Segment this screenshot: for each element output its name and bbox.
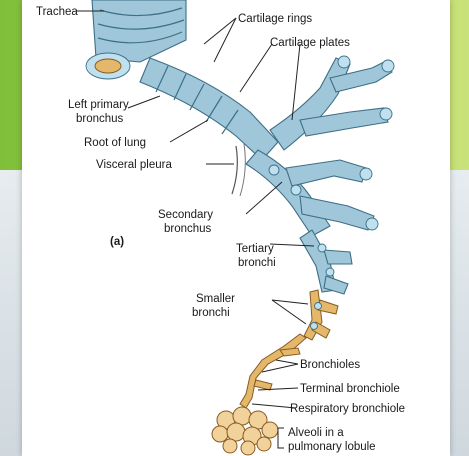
label-respiratory-bronchiole: Respiratory bronchiole [290, 403, 405, 415]
label-alveoli-line2: pulmonary lobule [288, 441, 376, 453]
label-cartilage-rings: Cartilage rings [238, 13, 312, 25]
label-alveoli-line1: Alveoli in a [288, 427, 344, 439]
label-secondary-bronchus-line1: Secondary [158, 209, 213, 221]
label-visceral-pleura: Visceral pleura [96, 159, 172, 171]
label-terminal-bronchiole: Terminal bronchiole [300, 383, 400, 395]
visceral-pleura-line [232, 146, 237, 194]
smaller-bronchi-illustration [304, 290, 338, 340]
label-secondary-bronchus-line2: bronchus [164, 223, 212, 235]
tertiary-bronchi-illustration [300, 230, 352, 294]
upper-lobar-branches [270, 56, 394, 150]
label-trachea: Trachea [36, 6, 78, 18]
label-left-primary-bronchus-line2: bronchus [76, 113, 124, 125]
label-cartilage-plates: Cartilage plates [270, 37, 350, 49]
figure-letter: (a) [110, 236, 124, 248]
visceral-pleura-line-2 [240, 144, 245, 196]
label-tertiary-bronchi-line1: Tertiary [236, 243, 274, 255]
secondary-bronchus-illustration [246, 150, 378, 236]
left-primary-bronchus-illustration [140, 58, 278, 160]
bronchiole-illustration [240, 334, 306, 408]
label-bronchioles: Bronchioles [300, 359, 360, 371]
label-smaller-bronchi-line2: bronchi [192, 307, 230, 319]
label-smaller-bronchi-line1: Smaller [196, 293, 235, 305]
label-tertiary-bronchi-line2: bronchi [238, 257, 276, 269]
alveoli-cluster [212, 407, 278, 455]
label-left-primary-bronchus-line1: Left primary [68, 99, 129, 111]
label-root-of-lung: Root of lung [84, 137, 146, 149]
